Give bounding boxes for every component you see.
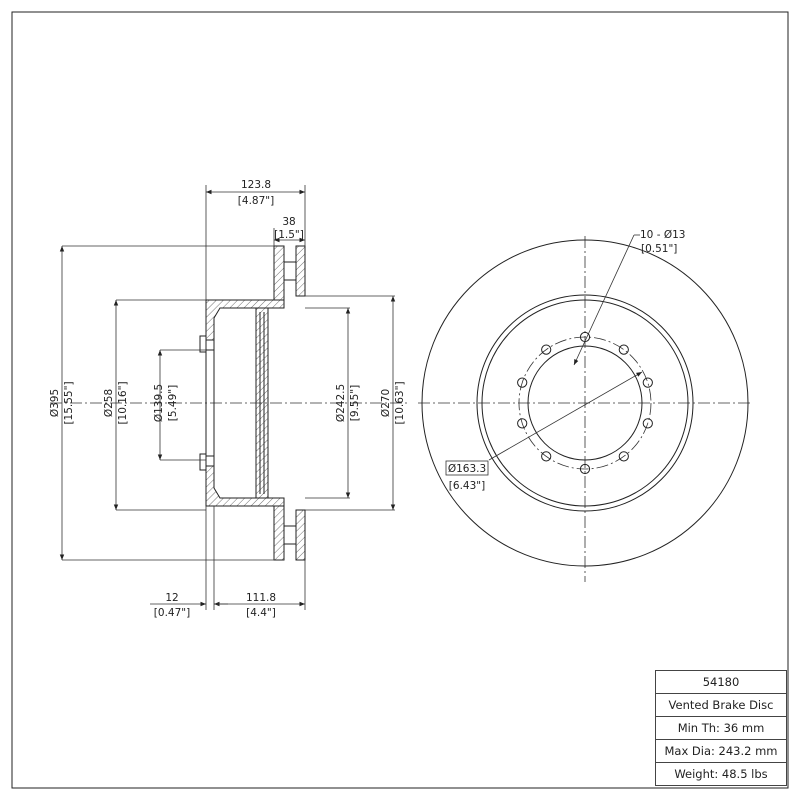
dim-rotor-thickness-inch: [1.5"] (274, 229, 304, 241)
bolt-hole (642, 418, 653, 429)
side-section-view (50, 185, 410, 610)
dim-outer-diameter: Ø395 (49, 389, 61, 417)
bolt-hole (541, 344, 552, 355)
info-table: 54180 Vented Brake Disc Min Th: 36 mm Ma… (655, 670, 787, 786)
drawing-border (11, 11, 789, 789)
dim-bolt-holes-inch: [0.51"] (641, 243, 677, 255)
dim-friction-inner-diameter: Ø270 (380, 389, 392, 417)
dim-inner-hat-diameter: Ø242.5 (335, 384, 347, 422)
bolt-hole (579, 463, 591, 475)
dim-overall-width-inch: [4.87"] (238, 195, 274, 207)
dim-center-bore: Ø139.5 (153, 384, 165, 422)
bolt-holes (517, 331, 653, 475)
dim-overall-width: 123.8 (241, 179, 271, 191)
max-diameter: Max Dia: 243.2 mm (655, 739, 787, 763)
dim-rotor-thickness: 38 (282, 216, 295, 228)
dim-hat-diameter-inch: [10.16"] (117, 381, 129, 424)
dim-hat-diameter: Ø258 (103, 389, 115, 417)
bolt-hole (541, 451, 552, 462)
weight: Weight: 48.5 lbs (655, 762, 787, 786)
bolt-hole (618, 344, 629, 355)
bolt-hole (517, 377, 528, 388)
part-number: 54180 (655, 670, 787, 694)
min-thickness: Min Th: 36 mm (655, 716, 787, 740)
dim-height: 111.8 (246, 592, 276, 604)
part-type: Vented Brake Disc (655, 693, 787, 717)
dim-bolt-holes: 10 - Ø13 (640, 229, 685, 241)
dim-bolt-circle: Ø163.3 (448, 463, 486, 475)
dim-center-bore-inch: [5.49"] (167, 385, 179, 421)
dim-hat-offset-inch: [0.47"] (154, 607, 190, 619)
bolt-hole (618, 451, 629, 462)
dim-height-inch: [4.4"] (246, 607, 276, 619)
dim-outer-diameter-inch: [15.55"] (63, 381, 75, 424)
front-view (418, 234, 752, 582)
bolt-hole (517, 418, 528, 429)
dim-friction-inner-diameter-inch: [10.63"] (394, 381, 406, 424)
dim-hat-offset: 12 (165, 592, 178, 604)
dim-inner-hat-diameter-inch: [9.55"] (349, 385, 361, 421)
bolt-hole (642, 377, 653, 388)
dim-bolt-circle-inch: [6.43"] (449, 480, 485, 492)
